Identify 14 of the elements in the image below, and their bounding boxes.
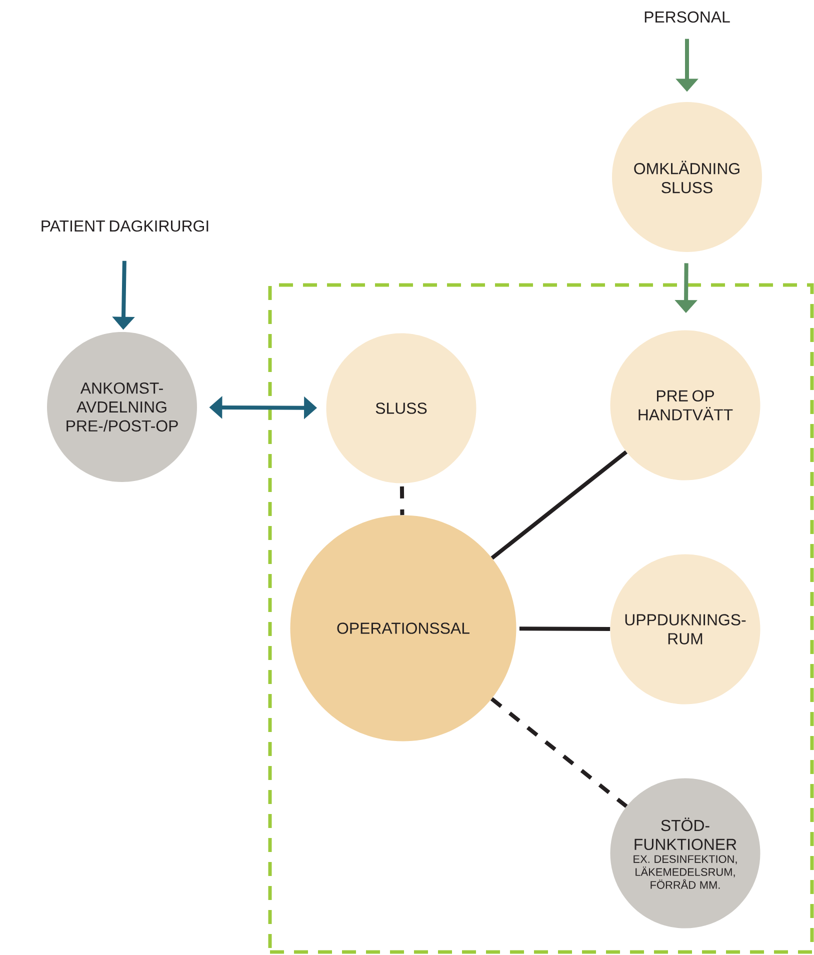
connector-line — [519, 626, 610, 631]
circle-node: OPERATIONSSAL — [290, 515, 516, 742]
circle-node: STÖD- FUNKTIONER EX. DESINFEKTION, LÄKEMEDELSRUM, FÖRRÅD MM. — [610, 778, 760, 928]
dashed-line — [400, 486, 404, 516]
node-label: PATIENT DAGKIRURGI — [42, 220, 208, 232]
circle-node: ANKOMST- AVDELNING PRE-/POST-OP — [47, 332, 197, 482]
circle-node: PRE OP HANDTVÄTT — [610, 330, 760, 480]
node-label: PERSONAL — [644, 11, 730, 23]
circle-node: UPPDUKNINGS- RUM — [610, 554, 760, 704]
connector-line — [490, 450, 628, 560]
circle-node: SLUSS — [326, 333, 476, 484]
dashed-line — [490, 697, 628, 808]
dashed-frame — [268, 283, 814, 954]
circle-node: OMKLÄDNING SLUSS — [612, 102, 762, 252]
